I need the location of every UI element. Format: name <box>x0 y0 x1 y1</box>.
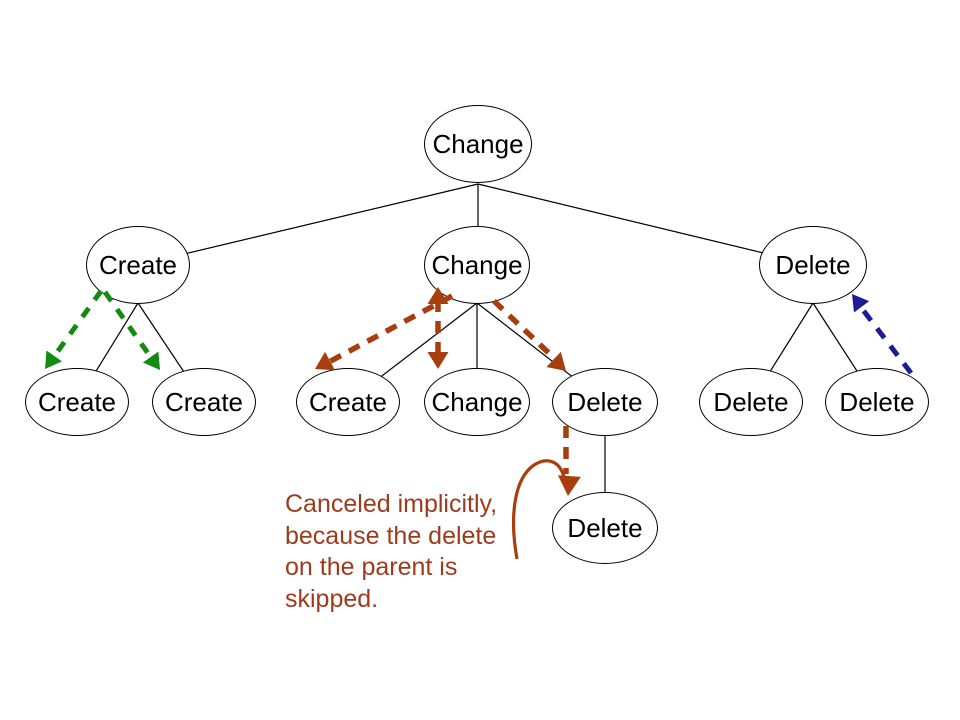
annotation-text: Canceled implicitly, because the delete … <box>285 489 497 615</box>
node-l3-delete-a-label: Delete <box>567 387 643 417</box>
navy-arrowhead-l2-delete <box>852 294 870 313</box>
brown-arrowhead-l4-delete <box>557 475 581 496</box>
node-l4-delete: Delete <box>552 492 658 564</box>
annotation-line-1: Canceled implicitly, <box>285 490 498 518</box>
annotation-line-3: on the parent is <box>285 553 458 581</box>
node-l3-create-c-label: Create <box>308 387 388 417</box>
brown-arrowhead-delete-a <box>546 351 566 371</box>
node-l3-create-b-label: Create <box>164 387 244 417</box>
node-l2-delete-label: Delete <box>775 250 851 280</box>
node-l3-change: Change <box>424 368 530 436</box>
node-l3-change-label: Change <box>431 387 523 417</box>
node-root-change: Change <box>424 105 532 183</box>
annotation-leader-curve <box>511 459 566 560</box>
node-l3-delete-a: Delete <box>552 368 658 436</box>
edge-root-l2-create <box>137 183 479 266</box>
brown-arrowhead-change-up <box>427 287 449 304</box>
node-l3-delete-b-label: Delete <box>713 387 789 417</box>
node-l3-delete-b: Delete <box>699 368 803 436</box>
annotation-line-2: because the delete <box>285 521 497 550</box>
brown-arrowhead-change-down <box>427 352 449 369</box>
node-root-change-label: Change <box>432 129 524 159</box>
brown-arrow-to-create-c <box>325 293 454 366</box>
node-l3-delete-c-label: Delete <box>839 387 915 417</box>
node-l3-delete-c: Delete <box>825 368 929 436</box>
brown-arrowhead-create-c <box>315 351 335 371</box>
green-arrowhead-create-b <box>142 351 160 370</box>
node-l3-create-a-label: Create <box>37 387 117 417</box>
green-arrow-to-create-a <box>50 289 104 360</box>
node-l4-delete-label: Delete <box>567 513 643 543</box>
node-l3-create-a: Create <box>25 368 129 436</box>
node-l2-change-label: Change <box>431 250 523 280</box>
node-l2-create-label: Create <box>98 250 178 280</box>
edge-root-l2-delete <box>477 183 814 266</box>
green-arrowhead-create-a <box>45 350 62 369</box>
annotation-line-4: skipped. <box>285 584 379 613</box>
navy-arrow-to-l2-delete <box>858 304 913 375</box>
node-l2-change: Change <box>424 226 530 304</box>
node-l3-create-b: Create <box>152 368 256 436</box>
node-l2-delete: Delete <box>759 226 867 304</box>
node-l3-create-c: Create <box>296 368 400 436</box>
brown-arrow-to-delete-a <box>492 299 555 359</box>
green-arrow-to-create-b <box>102 290 155 361</box>
node-l2-create: Create <box>86 226 190 304</box>
